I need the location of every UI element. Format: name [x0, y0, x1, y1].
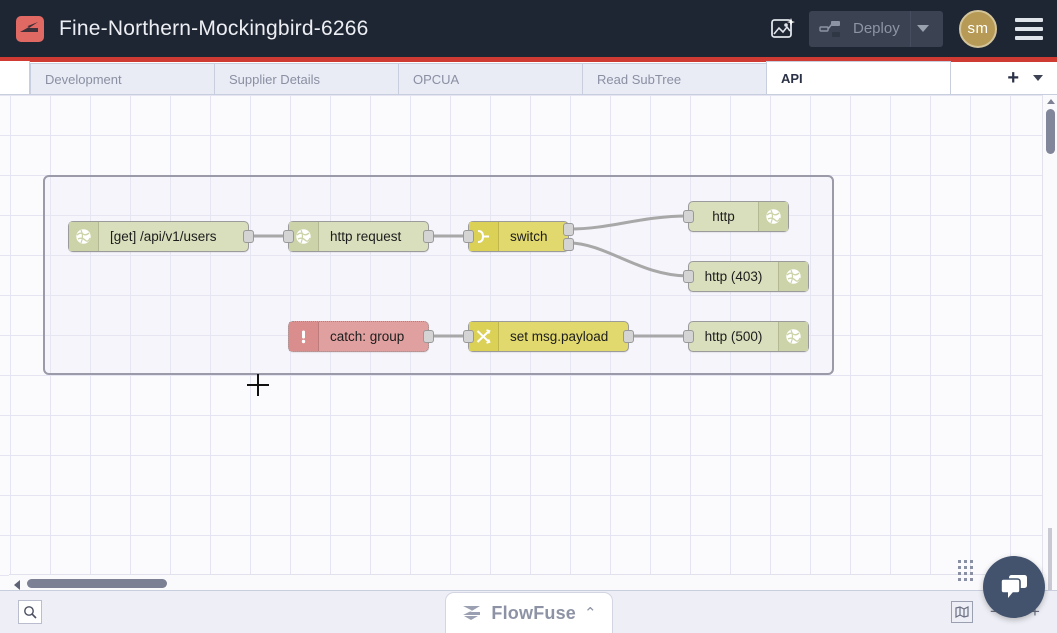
deploy-button-label: Deploy — [853, 20, 900, 37]
flow-canvas[interactable]: [get] /api/v1/users http request switch — [0, 95, 1057, 590]
header-accent-bar — [0, 57, 1057, 62]
flowfuse-logo-icon — [463, 606, 481, 620]
tab-label: Supplier Details — [229, 71, 321, 87]
tab-label: Read SubTree — [597, 71, 682, 87]
node-switch[interactable]: switch — [463, 221, 574, 252]
node-change[interactable]: set msg.payload — [463, 321, 634, 352]
node-catch[interactable]: catch: group — [288, 321, 434, 352]
node-http-request[interactable]: http request — [283, 221, 434, 252]
flowfuse-logo-icon[interactable] — [16, 15, 44, 42]
node-label: catch: group — [330, 329, 405, 344]
node-output-port[interactable] — [423, 330, 434, 343]
hamburger-bar — [1015, 26, 1043, 31]
flow-tab-bar: Development Supplier Details OPCUA Read … — [0, 61, 1057, 95]
node-http-in[interactable]: [get] /api/v1/users — [68, 221, 254, 252]
search-button[interactable] — [18, 600, 42, 624]
flowfuse-footer-badge[interactable]: FlowFuse ⌃ — [445, 592, 613, 633]
add-tab-button[interactable]: + — [1007, 66, 1019, 89]
tab-supplier-details[interactable]: Supplier Details — [214, 63, 399, 94]
chevron-up-icon[interactable]: ⌃ — [584, 605, 597, 622]
deploy-dropdown-toggle[interactable] — [909, 10, 936, 47]
node-http-response-500[interactable]: http (500) — [683, 321, 809, 352]
chat-bubbles-icon — [1000, 575, 1027, 598]
tab-api[interactable]: API — [766, 61, 951, 94]
tab-opcua[interactable]: OPCUA — [398, 63, 583, 94]
globe-icon — [758, 202, 788, 231]
tabbar-lead-spacer — [0, 61, 30, 94]
globe-icon — [289, 222, 319, 251]
globe-icon — [778, 262, 808, 291]
canvas-cursor-crosshair — [247, 374, 269, 396]
horizontal-scrollbar[interactable] — [9, 574, 1042, 590]
vertical-scrollbar-thumb[interactable] — [1046, 109, 1055, 154]
chevron-down-icon[interactable] — [1033, 74, 1043, 81]
node-label: set msg.payload — [510, 329, 609, 344]
triangle-left-icon[interactable] — [14, 580, 20, 590]
hamburger-bar — [1015, 17, 1043, 22]
node-input-port[interactable] — [683, 330, 694, 343]
deploy-button[interactable]: Deploy — [809, 10, 943, 47]
navigator-map-icon — [955, 606, 969, 618]
node-input-port[interactable] — [283, 230, 294, 243]
node-label: http — [712, 209, 735, 224]
node-label: http (500) — [704, 329, 763, 344]
globe-icon — [778, 322, 808, 351]
vertical-scroll-track-marker — [1048, 528, 1052, 590]
zoom-in-button[interactable]: + — [1030, 602, 1040, 621]
branch-icon — [469, 222, 499, 251]
globe-icon — [69, 222, 99, 251]
exclamation-icon — [289, 322, 319, 351]
node-output-port[interactable] — [243, 230, 254, 243]
node-input-port[interactable] — [463, 330, 474, 343]
tabbar-actions: + — [1007, 61, 1057, 94]
hamburger-bar — [1015, 35, 1043, 40]
node-input-port[interactable] — [463, 230, 474, 243]
node-label: [get] /api/v1/users — [110, 229, 217, 244]
node-input-port[interactable] — [683, 270, 694, 283]
chevron-down-icon — [917, 25, 930, 32]
node-label: http (403) — [704, 269, 763, 284]
tab-label: OPCUA — [413, 71, 460, 87]
tab-read-subtree[interactable]: Read SubTree — [582, 63, 767, 94]
navigator-map-button[interactable] — [951, 601, 973, 623]
page-title: Fine-Northern-Mockingbird-6266 — [59, 16, 369, 40]
node-output-port-1[interactable] — [563, 223, 574, 236]
node-label: switch — [510, 229, 548, 244]
shuffle-icon — [469, 322, 499, 351]
grip-dots-icon[interactable] — [958, 560, 973, 584]
tab-label: API — [781, 70, 803, 86]
node-input-port[interactable] — [683, 210, 694, 223]
node-http-response-403[interactable]: http (403) — [683, 261, 809, 292]
node-output-port[interactable] — [623, 330, 634, 343]
chat-widget-button[interactable] — [983, 556, 1045, 618]
horizontal-scrollbar-thumb[interactable] — [27, 579, 167, 588]
avatar[interactable]: sm — [959, 9, 997, 48]
vertical-scrollbar[interactable] — [1042, 95, 1057, 590]
triangle-up-icon[interactable] — [1047, 99, 1055, 104]
node-output-port-2[interactable] — [563, 238, 574, 251]
app-header: Fine-Northern-Mockingbird-6266 — [0, 0, 1057, 57]
deploy-icon — [819, 19, 845, 39]
tab-label: Development — [45, 71, 122, 87]
magnifier-icon — [24, 606, 37, 619]
node-label: http request — [330, 229, 402, 244]
flowfuse-brand-label: FlowFuse — [491, 602, 577, 623]
node-output-port[interactable] — [423, 230, 434, 243]
node-http-response-200[interactable]: http — [683, 201, 789, 232]
tab-development[interactable]: Development — [30, 63, 215, 94]
image-sparkle-icon[interactable] — [763, 9, 803, 49]
hamburger-menu-icon[interactable] — [1015, 17, 1043, 40]
header-actions: Deploy sm — [763, 9, 1057, 49]
